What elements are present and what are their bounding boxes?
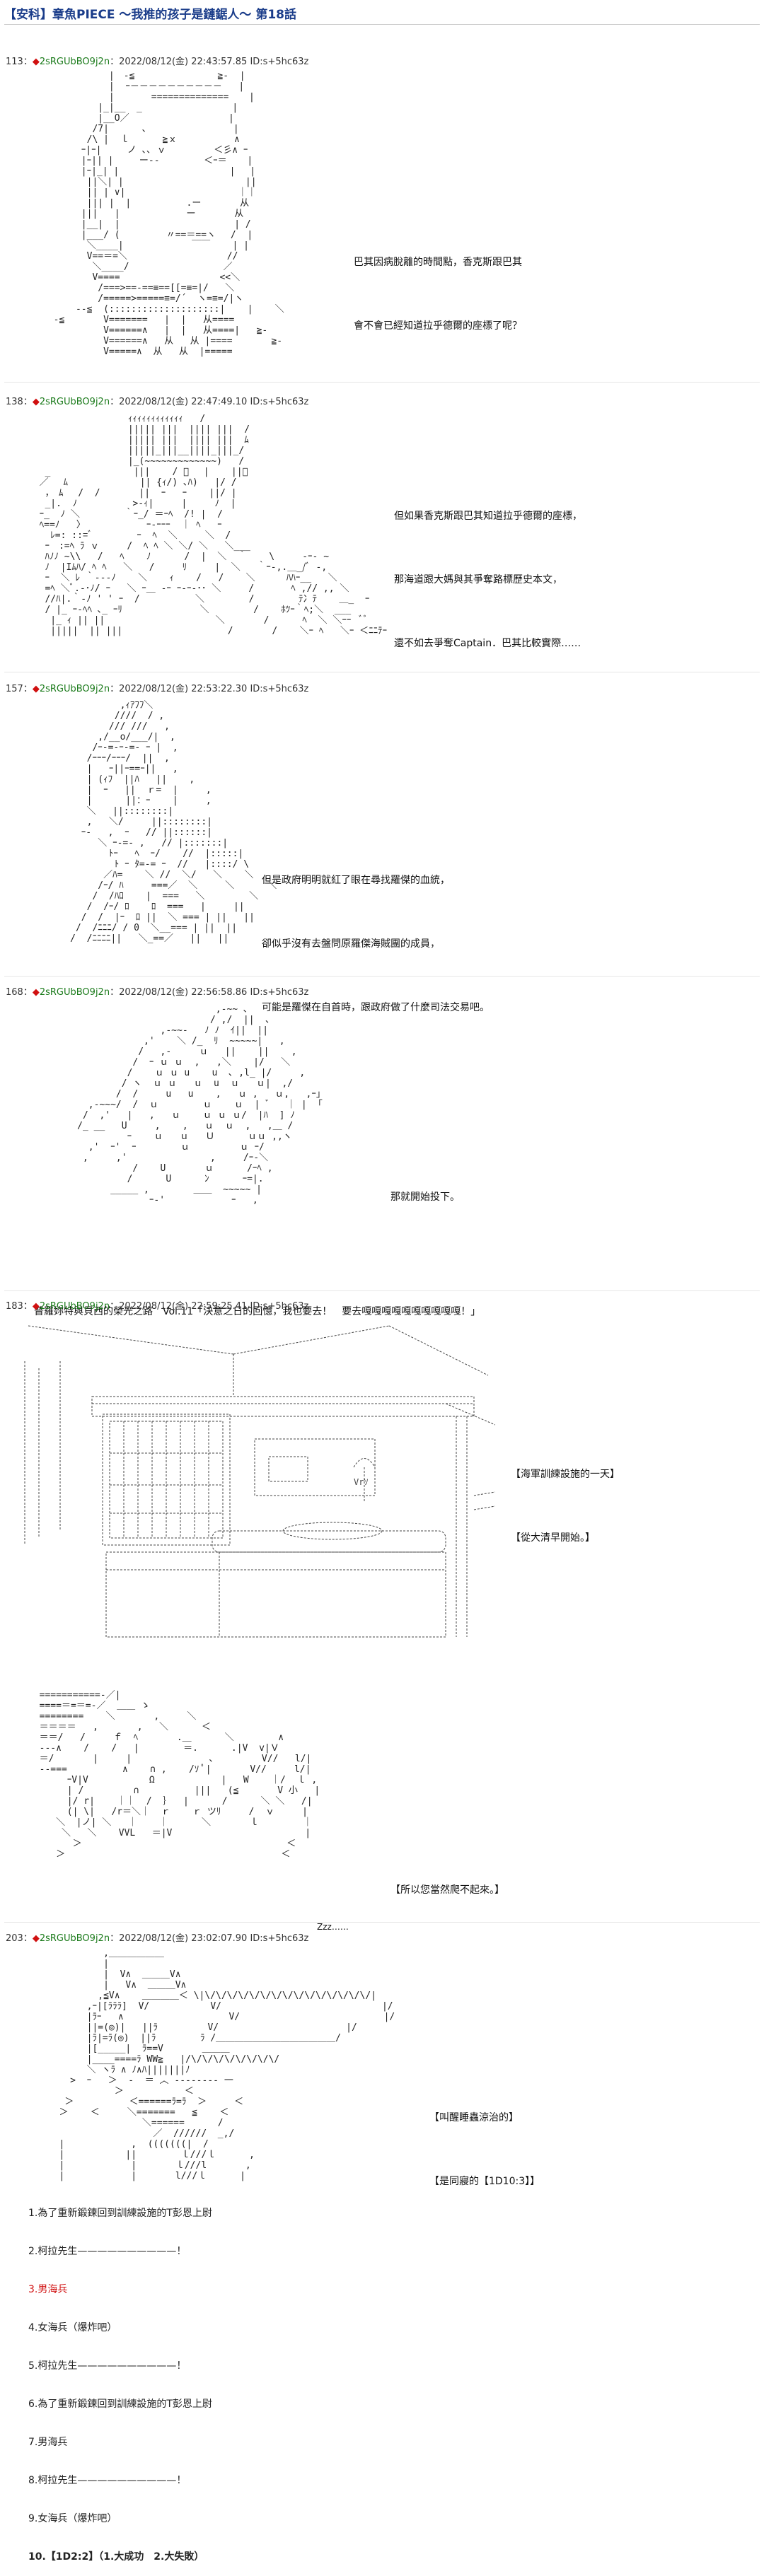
ascii-art-138: ｨｨｨｨｨｨｨｨｨｨｨｨ / ||||| ||| |||| ||| / ||||… <box>39 414 388 636</box>
diamond-icon: ◆ <box>32 397 40 407</box>
text-line: 【所以您當然爬不起來。】 <box>390 1884 504 1896</box>
post-meta: ：2022/08/12(金) 23:02:07.90 ID:s+5hc63z <box>110 1933 309 1944</box>
post-text-157: 但是政府明明就紅了眼在尋找羅傑的血統， 卻似乎沒有去盤問原羅傑海賊團的成員， 可… <box>262 827 490 1039</box>
choice-item: 7.男海兵 <box>28 2437 68 2448</box>
text-line: 【是同寢的【1D10:3】】 <box>429 2176 540 2187</box>
post-caption-168: 普羅妳特與貝西的榮光之路 Vol.11「決意之日的回憶，我也要去！ 要去嘎嘎嘎嘎… <box>34 1259 480 1344</box>
ascii-art-203: ,＿＿＿＿＿＿ | | V∧ ＿＿＿V∧ | V∧ ＿＿＿V∧ ,≦V∧ ＿＿＿… <box>59 1948 395 2181</box>
svg-text:Vrｿ: Vrｿ <box>354 1477 368 1487</box>
post-header: 157：◆2sRGUbBO9j2n：2022/08/12(金) 22:53:22… <box>6 681 308 694</box>
post-meta: ：2022/08/12(金) 22:56:58.86 ID:s+5hc63z <box>110 987 309 998</box>
post-number: 157： <box>6 684 33 694</box>
page-title: 【安科】章魚PIECE ～我推的孩子是鏈鋸人～ 第18話 <box>4 8 296 22</box>
post-text-168: 那就開始投下。 <box>390 1144 460 1229</box>
room-illustration: Vrｿ <box>24 1325 495 1638</box>
diamond-icon: ◆ <box>32 684 40 694</box>
post-meta: ：2022/08/12(金) 22:59:25.41 ID:s+5hc63z <box>110 1301 309 1312</box>
ascii-art-157: ,ｨｱﾌﾌ＼ //// / , /// /// , ,/__o/___/| , … <box>70 700 277 944</box>
diamond-icon: ◆ <box>32 1301 40 1312</box>
text-line: 那海道跟大媽與其爭奪路標歷史本文， <box>394 574 562 585</box>
text-line: 但是政府明明就紅了眼在尋找羅傑的血統， <box>262 875 450 886</box>
post-text-183b: 【所以您當然爬不起來。】 <box>390 1837 504 1922</box>
post-number: 168： <box>6 987 33 998</box>
post-tripcode: 2sRGUbBO9j2n <box>39 684 110 694</box>
post-number: 113： <box>6 57 33 67</box>
post-tripcode: 2sRGUbBO9j2n <box>39 57 110 67</box>
post-header: 183：◆2sRGUbBO9j2n：2022/08/12(金) 22:59:25… <box>6 1298 308 1312</box>
choice-item: 6.為了重新鍛鍊回到訓練設施的T彭恩上尉 <box>28 2399 212 2410</box>
post-number: 203： <box>6 1933 33 1944</box>
diamond-icon: ◆ <box>32 1933 40 1944</box>
post-divider <box>4 1922 760 1923</box>
text-line: 會不會已經知道拉乎德爾的座標了呢？ <box>354 320 522 332</box>
title-divider <box>4 24 760 25</box>
post-text-183: 【海軍訓練設施的一天】 【從大清早開始。】 <box>511 1421 620 1570</box>
text-line: 可能是羅傑在自首時，跟政府做了什麼司法交易吧。 <box>262 1002 490 1013</box>
post-tripcode: 2sRGUbBO9j2n <box>39 1933 110 1944</box>
post-tripcode: 2sRGUbBO9j2n <box>39 987 110 998</box>
choice-item: 2.柯拉先生——————————！ <box>28 2246 187 2257</box>
post-meta: ：2022/08/12(金) 22:43:57.85 ID:s+5hc63z <box>110 57 309 67</box>
post-meta: ：2022/08/12(金) 22:53:22.30 ID:s+5hc63z <box>110 684 309 694</box>
diamond-icon: ◆ <box>32 57 40 67</box>
choice-item: 1.為了重新鍛鍊回到訓練設施的T彭恩上尉 <box>28 2208 212 2219</box>
post-header: 168：◆2sRGUbBO9j2n：2022/08/12(金) 22:56:58… <box>6 984 308 998</box>
post-header: 138：◆2sRGUbBO9j2n：2022/08/12(金) 22:47:49… <box>6 394 308 407</box>
post-divider <box>4 1290 760 1291</box>
caption-line: 普羅妳特與貝西的榮光之路 Vol.11「決意之日的回憶，我也要去！ 要去嘎嘎嘎嘎… <box>34 1306 481 1317</box>
zzz-line: Zzz…… <box>317 1922 349 1932</box>
choice-item-dice: 10.【1D2:2】（1.大成功 2.大失敗） <box>28 2551 204 2563</box>
diamond-icon: ◆ <box>32 987 40 998</box>
text-line: 但如果香克斯跟巴其知道拉乎德爾的座標， <box>394 511 582 522</box>
post-header: 113：◆2sRGUbBO9j2n：2022/08/12(金) 22:43:57… <box>6 54 308 67</box>
ascii-art-183b: ===========-／| ====＝=＝=-／ ＿＿ ゝ ======== … <box>39 1690 320 1860</box>
post-divider <box>4 976 760 977</box>
post-text-138: 但如果香克斯跟巴其知道拉乎德爾的座標， 那海道跟大媽與其爭奪路標歷史本文， 還不… <box>394 463 582 675</box>
post-tripcode: 2sRGUbBO9j2n <box>39 397 110 407</box>
text-line: 那就開始投下。 <box>390 1191 460 1203</box>
post-meta: ：2022/08/12(金) 22:47:49.10 ID:s+5hc63z <box>110 397 309 407</box>
choice-item: 8.柯拉先生——————————！ <box>28 2475 187 2486</box>
post-text-113: 巴其因病脫離的時間點，香克斯跟巴其 會不會已經知道拉乎德爾的座標了呢？ <box>354 209 522 358</box>
post-header: 203：◆2sRGUbBO9j2n：2022/08/12(金) 23:02:07… <box>6 1930 308 1944</box>
text-line: 【叫醒睡蟲涼治的】 <box>429 2112 519 2123</box>
text-line: 巴其因病脫離的時間點，香克斯跟巴其 <box>354 257 522 268</box>
choice-item: 9.女海兵（爆炸吧） <box>28 2513 117 2524</box>
post-text-203: 【叫醒睡蟲涼治的】 【是同寢的【1D10:3】】 <box>429 2065 540 2213</box>
zzz-text: Zzz…… <box>317 1874 349 1959</box>
choice-item-selected: 3.男海兵 <box>28 2284 68 2295</box>
text-line: 卻似乎沒有去盤問原羅傑海賊團的成員， <box>262 938 440 950</box>
text-line: 還不如去爭奪Captain．巴其比較實際…… <box>394 638 581 649</box>
choice-list: 1.為了重新鍛鍊回到訓練設施的T彭恩上尉 2.柯拉先生——————————！ 3… <box>28 2181 212 2576</box>
ascii-art-113: | -≦ ≧- | | ｰ－－－－－－－－－－ | | ============… <box>53 71 284 357</box>
choice-item: 5.柯拉先生——————————！ <box>28 2360 187 2372</box>
text-line: 【海軍訓練設施的一天】 <box>511 1469 620 1480</box>
post-tripcode: 2sRGUbBO9j2n <box>39 1301 110 1312</box>
ascii-art-168: ,-~~ ､ / ,/ || ､ ,-~~- ﾉ ﾉ ｲ|| || ,' ＼ /… <box>77 1004 325 1206</box>
post-number: 183： <box>6 1301 33 1312</box>
text-line: 【從大清早開始。】 <box>511 1532 595 1544</box>
post-number: 138： <box>6 397 33 407</box>
choice-item: 4.女海兵（爆炸吧） <box>28 2322 117 2333</box>
post-divider <box>4 382 760 383</box>
